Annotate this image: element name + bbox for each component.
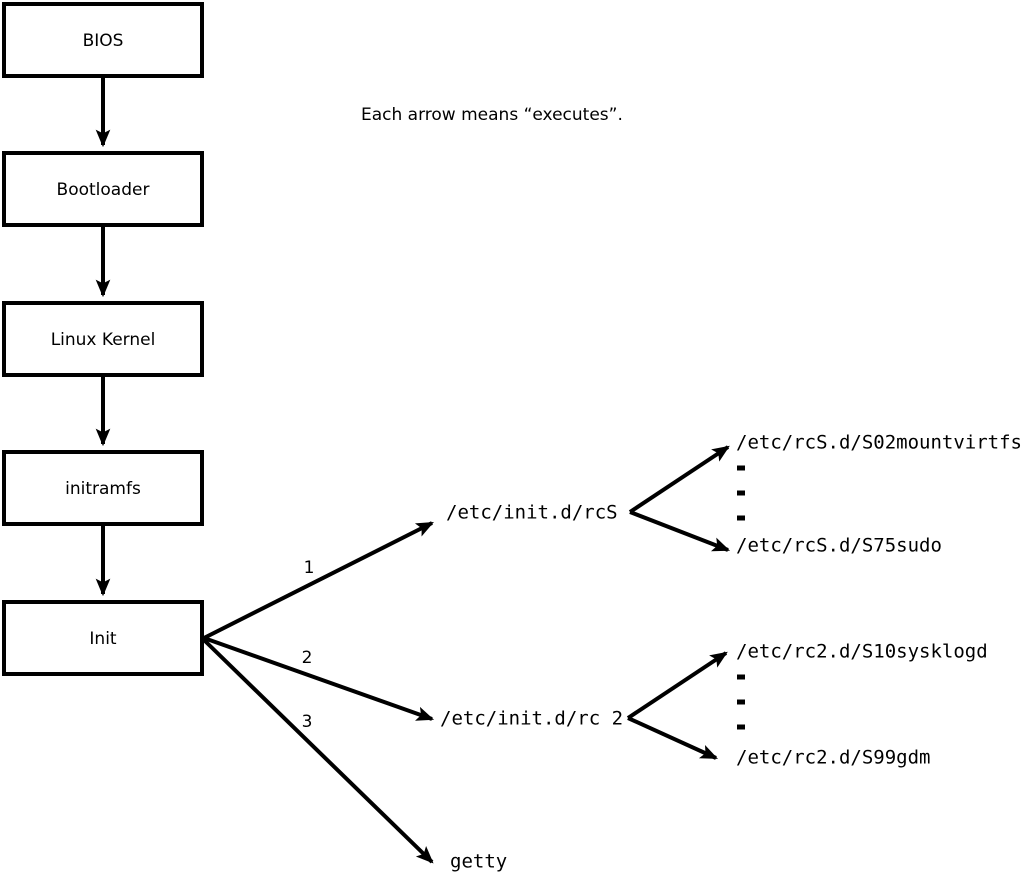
- label-rcs-first-script: /etc/rcS.d/S02mountvirtfs: [736, 432, 1022, 454]
- arrow-rc2-to-first-script: [626, 651, 728, 720]
- label-rc2-last-script: /etc/rc2.d/S99gdm: [736, 747, 930, 769]
- box-linux-kernel: Linux Kernel: [2, 301, 204, 377]
- box-init-rect: [2, 600, 204, 676]
- legend-note: Each arrow means “executes”.: [361, 105, 623, 125]
- box-linux-kernel-rect: [2, 301, 204, 377]
- box-bootloader-label: Bootloader: [57, 180, 150, 200]
- box-bios-rect: [2, 2, 204, 78]
- box-bios: BIOS: [2, 2, 204, 78]
- label-rc2: /etc/init.d/rc 2: [440, 708, 623, 730]
- arrow-init-to-rc2: [203, 636, 435, 721]
- label-rcs-last-script: /etc/rcS.d/S75sudo: [736, 535, 942, 557]
- box-init: Init: [2, 600, 204, 676]
- box-bootloader-rect: [2, 151, 204, 227]
- branch-label-1: 1: [304, 558, 315, 578]
- box-bios-label: BIOS: [83, 31, 124, 51]
- box-initramfs-rect: [2, 450, 204, 526]
- arrow-rcs-to-first-script: [628, 445, 730, 514]
- box-initramfs-label: initramfs: [65, 479, 141, 499]
- box-init-label: Init: [89, 629, 117, 649]
- arrow-rc2-to-last-script: [627, 716, 719, 760]
- arrow-init-to-getty: [202, 638, 434, 864]
- label-rcs: /etc/init.d/rcS: [446, 502, 618, 524]
- label-rc2-first-script: /etc/rc2.d/S10sysklogd: [736, 641, 988, 663]
- branch-label-3: 3: [302, 712, 313, 732]
- box-linux-kernel-label: Linux Kernel: [51, 330, 156, 350]
- arrow-rcs-to-last-script: [629, 510, 731, 552]
- box-initramfs: initramfs: [2, 450, 204, 526]
- label-getty: getty: [450, 851, 507, 873]
- branch-label-2: 2: [302, 648, 313, 668]
- box-bootloader: Bootloader: [2, 151, 204, 227]
- arrow-init-to-rcs: [203, 521, 434, 640]
